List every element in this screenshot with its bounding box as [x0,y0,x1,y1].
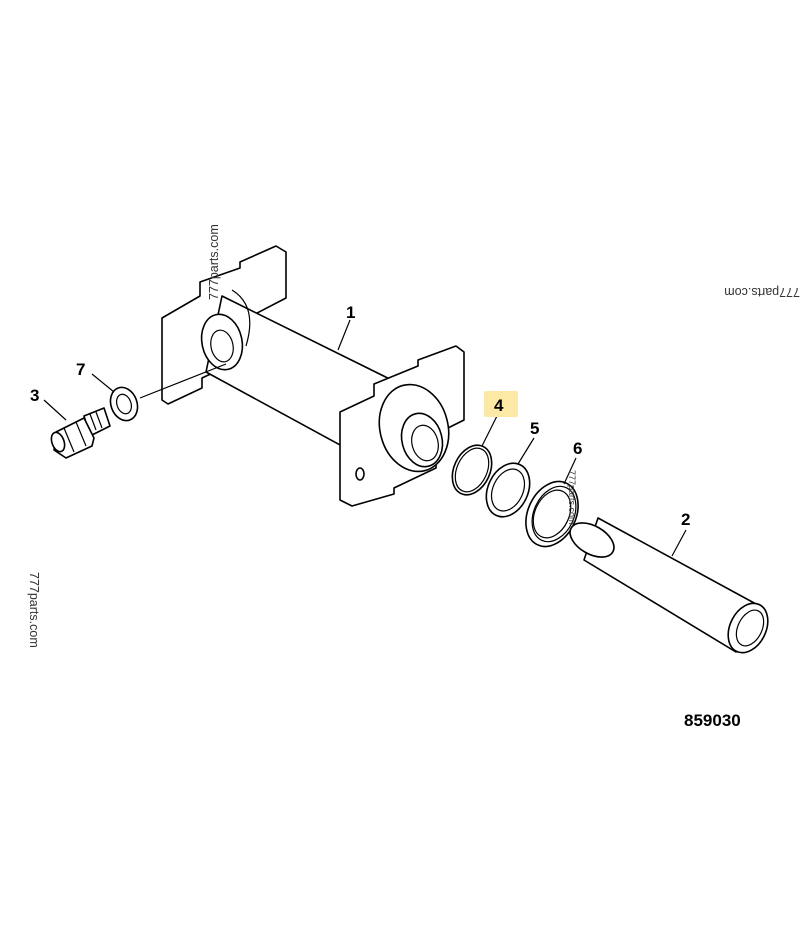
watermark-3: 777parts.com [724,285,800,299]
callout-4[interactable]: 4 [494,396,504,415]
callout-6[interactable]: 6 [573,439,582,458]
part-1-housing[interactable] [139,245,465,507]
callout-2[interactable]: 2 [681,510,690,529]
figure-number: 859030 [684,711,741,730]
callout-1[interactable]: 1 [346,303,355,322]
callout-7[interactable]: 7 [76,360,85,379]
callout-3[interactable]: 3 [30,386,39,405]
part-3-grease-fitting[interactable] [49,407,111,459]
watermark-1: 777parts.com [207,224,221,300]
leader-lines [43,319,687,557]
watermark-4: 777parts.com [567,470,577,525]
part-6-seal[interactable] [516,473,588,555]
part-2-pin[interactable] [564,516,775,659]
callout-5[interactable]: 5 [530,419,539,438]
part-7-washer[interactable] [106,384,142,425]
callout-4-highlight [484,391,518,417]
part-4-o-ring[interactable] [445,439,500,501]
watermark-2: 777parts.com [27,572,41,648]
callouts: 1 2 3 4 5 6 7 [30,303,690,529]
part-5-ring[interactable] [478,456,538,524]
watermarks: 777parts.com 777parts.com 777parts.com 7… [27,224,800,647]
